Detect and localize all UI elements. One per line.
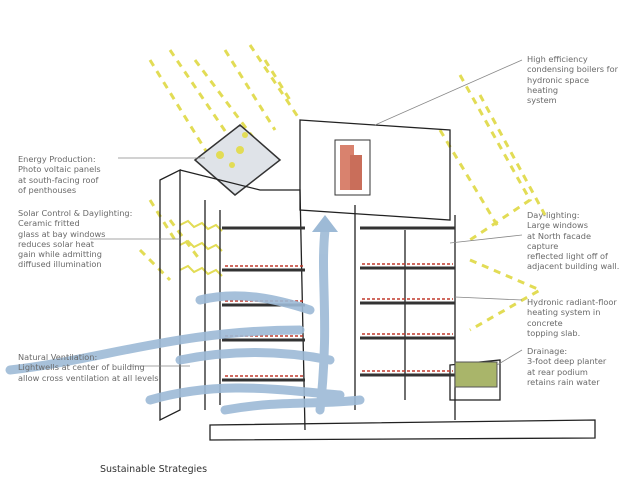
- label-body: 3-foot deep planter at rear podium retai…: [527, 356, 607, 387]
- leader-lines: [90, 59, 523, 367]
- label-natural-ventilation: Natural Ventilation:Lightwells at center…: [18, 352, 159, 383]
- label-energy-production: Energy Production:Photo voltaic panels a…: [18, 154, 101, 195]
- label-solar-control: Solar Control & Daylighting:Ceramic frit…: [18, 208, 132, 270]
- label-body: Photo voltaic panels at south-facing roo…: [18, 164, 101, 195]
- boiler: [334, 139, 371, 196]
- label-drainage: Drainage:3-foot deep planter at rear pod…: [527, 346, 606, 387]
- planter: [454, 361, 498, 388]
- up-arrow-icon: [312, 215, 338, 232]
- airflow-arrows: [5, 225, 365, 415]
- floor-slabs: [222, 226, 455, 382]
- label-body: heating system in concrete topping slab.: [527, 307, 601, 338]
- label-body: Large windows at North facade capture re…: [527, 220, 620, 272]
- label-body: Ceramic fritted glass at bay windows red…: [18, 218, 106, 270]
- label-heading: Natural Ventilation:: [18, 352, 98, 362]
- sun-wiggles: [179, 219, 223, 277]
- label-heading: Hydronic radiant-floor: [527, 297, 617, 307]
- label-heading: High efficiency: [527, 54, 588, 64]
- label-heading: Energy Production:: [18, 154, 96, 164]
- pv-panel: [193, 124, 282, 196]
- label-body: Lightwells at center of building allow c…: [18, 362, 159, 383]
- caption: Sustainable Strategies: [100, 464, 208, 475]
- label-day-lighting: Day-lighting:Large windows at North faca…: [527, 210, 622, 272]
- label-heading: Drainage:: [527, 346, 568, 356]
- radiant-heating-lines: [225, 263, 453, 377]
- label-heading: Day-lighting:: [527, 210, 580, 220]
- label-heading: Solar Control & Daylighting:: [18, 208, 133, 218]
- label-body: condensing boilers for hydronic space he…: [527, 64, 618, 106]
